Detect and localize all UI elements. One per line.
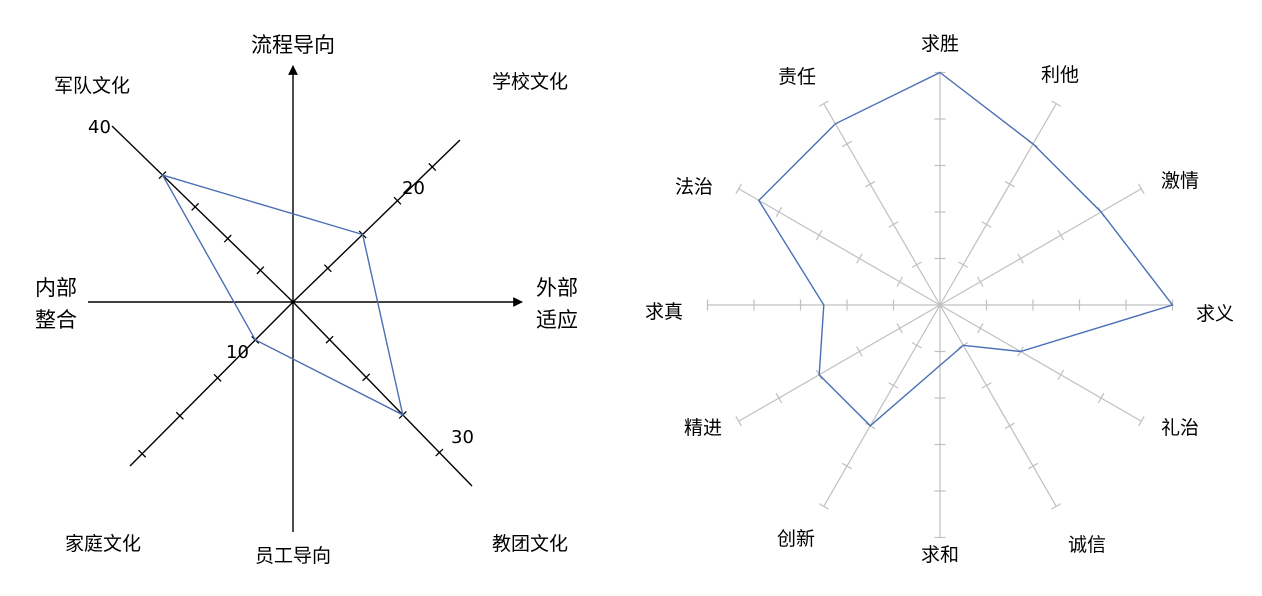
diagonal-tick-marks xyxy=(138,162,444,458)
spoke-label-lizhi: 礼治 xyxy=(1161,417,1199,439)
horizontal-axis-right-label-line2: 适应 xyxy=(536,308,578,332)
radar-spokes xyxy=(706,71,1174,539)
quadrant-bottom-left-label: 家庭文化 xyxy=(65,533,141,555)
spoke-label-qiuhe: 求和 xyxy=(921,544,959,566)
spoke-8-tick-4 xyxy=(775,392,783,404)
spoke-7-tick-1 xyxy=(911,342,922,349)
value-label-30: 30 xyxy=(451,427,474,448)
vertical-axis-top-label: 流程导向 xyxy=(251,33,335,57)
spoke-4-tick-4 xyxy=(1097,392,1105,404)
spoke-4 xyxy=(939,304,1142,422)
tick-bottom-right-1 xyxy=(325,335,334,344)
spoke-label-qiuyi: 求义 xyxy=(1196,303,1234,325)
horizontal-axis-left-label-line2: 整合 xyxy=(35,308,77,332)
spoke-1-tick-1 xyxy=(958,261,969,268)
spoke-label-chengxin: 诚信 xyxy=(1068,534,1106,556)
diagonal-axis-bottom-right xyxy=(292,301,473,487)
value-label-20: 20 xyxy=(402,178,425,199)
tick-top-right-4 xyxy=(428,162,437,172)
spoke-8-tick-2 xyxy=(856,346,863,357)
tick-bottom-right-4 xyxy=(435,448,444,457)
spoke-2 xyxy=(939,188,1142,306)
quadrant-top-left-label: 军队文化 xyxy=(54,75,130,97)
spoke-8 xyxy=(738,304,941,422)
spoke-label-jingjin: 精进 xyxy=(684,417,722,439)
spoke-1 xyxy=(939,103,1057,306)
tick-top-left-1 xyxy=(256,266,265,275)
spoke-2-tick-5 xyxy=(1138,183,1145,194)
spoke-7-tick-4 xyxy=(841,462,853,470)
vertical-axis-bottom-label: 员工导向 xyxy=(255,545,331,567)
spoke-10-tick-5 xyxy=(735,183,742,194)
horizontal-axis-left-label: 内部 xyxy=(35,276,77,300)
spoke-label-qiuzhen: 求真 xyxy=(645,301,683,323)
spoke-8-tick-1 xyxy=(896,323,903,334)
spoke-label-zeren: 责任 xyxy=(778,66,816,88)
diagonal-axis-bottom-left xyxy=(129,301,294,467)
spoke-7-tick-5 xyxy=(818,503,829,510)
spoke-label-fazhi: 法治 xyxy=(675,176,713,198)
spoke-11-tick-3 xyxy=(865,180,876,188)
spoke-8-tick-5 xyxy=(735,416,742,427)
tick-top-right-3 xyxy=(393,196,402,205)
tick-bottom-left-2 xyxy=(213,373,222,382)
spoke-label-qiusheng: 求胜 xyxy=(921,33,959,55)
spoke-1-tick-2 xyxy=(981,221,992,228)
spoke-10 xyxy=(738,188,941,306)
quadrant-bottom-right-label: 教团文化 xyxy=(492,533,568,555)
value-label-10: 10 xyxy=(226,342,249,363)
spoke-10-tick-3 xyxy=(815,230,823,241)
values-radar-chart: 求胜 利他 激情 求义 礼治 诚信 求和 创新 精进 求真 法治 责任 xyxy=(645,33,1234,566)
spoke-11-tick-5 xyxy=(818,100,829,107)
quadrant-top-right-label: 学校文化 xyxy=(492,71,568,93)
spoke-7-tick-2 xyxy=(888,382,899,389)
spoke-4-tick-5 xyxy=(1138,416,1145,427)
spoke-2-tick-2 xyxy=(1017,253,1024,264)
spoke-label-lita: 利他 xyxy=(1041,64,1079,86)
spoke-10-tick-2 xyxy=(856,253,863,264)
spoke-4-tick-3 xyxy=(1057,369,1065,380)
diagonal-axis-top-left xyxy=(111,125,294,303)
tick-bottom-left-4 xyxy=(138,449,147,458)
tick-bottom-right-2 xyxy=(362,373,371,382)
spoke-5-tick-3 xyxy=(1004,422,1015,430)
spoke-10-tick-1 xyxy=(896,276,903,287)
spoke-2-tick-1 xyxy=(977,276,984,287)
horizontal-axis-right-label: 外部 xyxy=(536,276,578,300)
spoke-5-tick-2 xyxy=(981,382,992,389)
radar-value-polygon xyxy=(757,71,1174,427)
spoke-label-jiqing: 激情 xyxy=(1161,170,1199,192)
tick-bottom-left-3 xyxy=(175,411,184,420)
spoke-10-tick-4 xyxy=(775,206,783,218)
spoke-5 xyxy=(939,304,1057,507)
spoke-1-tick-5 xyxy=(1051,100,1062,107)
spoke-label-chuangxin: 创新 xyxy=(777,528,815,550)
spoke-11 xyxy=(823,103,941,306)
culture-value-polygon xyxy=(161,173,404,417)
spoke-11-tick-1 xyxy=(911,261,922,268)
tick-top-right-1 xyxy=(323,264,332,273)
value-label-40: 40 xyxy=(88,117,111,138)
tick-top-left-3 xyxy=(191,202,200,211)
spoke-11-tick-4 xyxy=(841,140,853,148)
spoke-5-tick-4 xyxy=(1027,462,1039,470)
spoke-1-tick-3 xyxy=(1004,180,1015,188)
spoke-7 xyxy=(823,304,941,507)
spoke-5-tick-5 xyxy=(1051,503,1062,510)
tick-top-left-2 xyxy=(223,234,232,243)
spoke-4-tick-1 xyxy=(977,323,984,334)
spoke-2-tick-3 xyxy=(1057,230,1065,241)
culture-quadrant-diagram: 流程导向 员工导向 内部 整合 外部 适应 军队文化 学校文化 家庭文化 教团文… xyxy=(35,33,578,567)
spoke-11-tick-2 xyxy=(888,221,899,228)
